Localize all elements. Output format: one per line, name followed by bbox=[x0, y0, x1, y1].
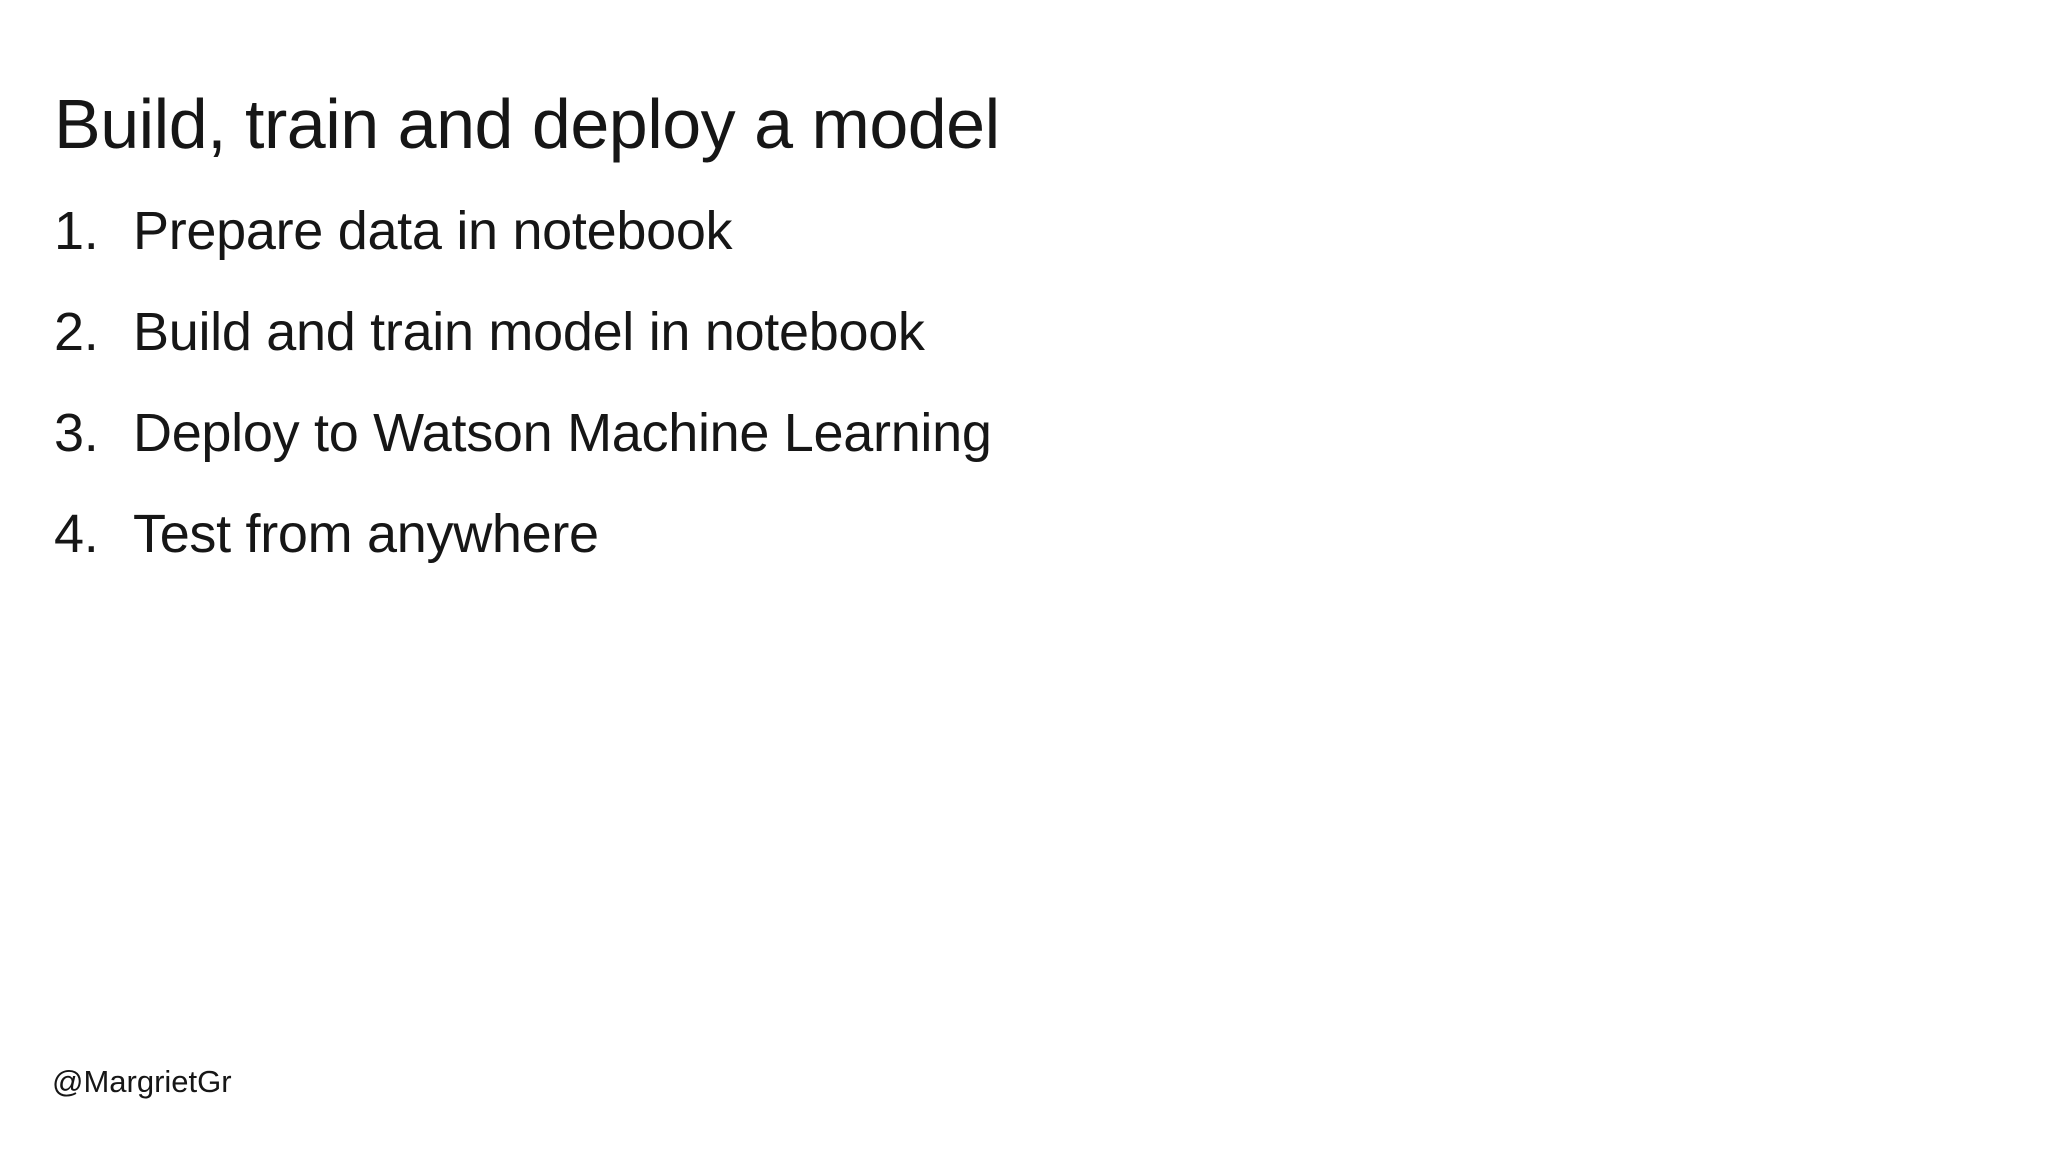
list-item: 4. Test from anywhere bbox=[54, 483, 992, 584]
step-number: 4. bbox=[54, 503, 99, 564]
steps-list: 1. Prepare data in notebook 2. Build and… bbox=[54, 180, 992, 584]
author-handle: @MargrietGr bbox=[52, 1064, 232, 1099]
step-number: 3. bbox=[54, 402, 99, 463]
step-label: Build and train model in notebook bbox=[133, 301, 925, 362]
step-number: 2. bbox=[54, 301, 99, 362]
slide-title: Build, train and deploy a model bbox=[54, 84, 1000, 163]
list-item: 1. Prepare data in notebook bbox=[54, 180, 992, 281]
step-label: Test from anywhere bbox=[133, 503, 599, 564]
list-item: 3. Deploy to Watson Machine Learning bbox=[54, 382, 992, 483]
step-number: 1. bbox=[54, 200, 99, 261]
step-label: Deploy to Watson Machine Learning bbox=[133, 402, 992, 463]
list-item: 2. Build and train model in notebook bbox=[54, 281, 992, 382]
step-label: Prepare data in notebook bbox=[133, 200, 733, 261]
